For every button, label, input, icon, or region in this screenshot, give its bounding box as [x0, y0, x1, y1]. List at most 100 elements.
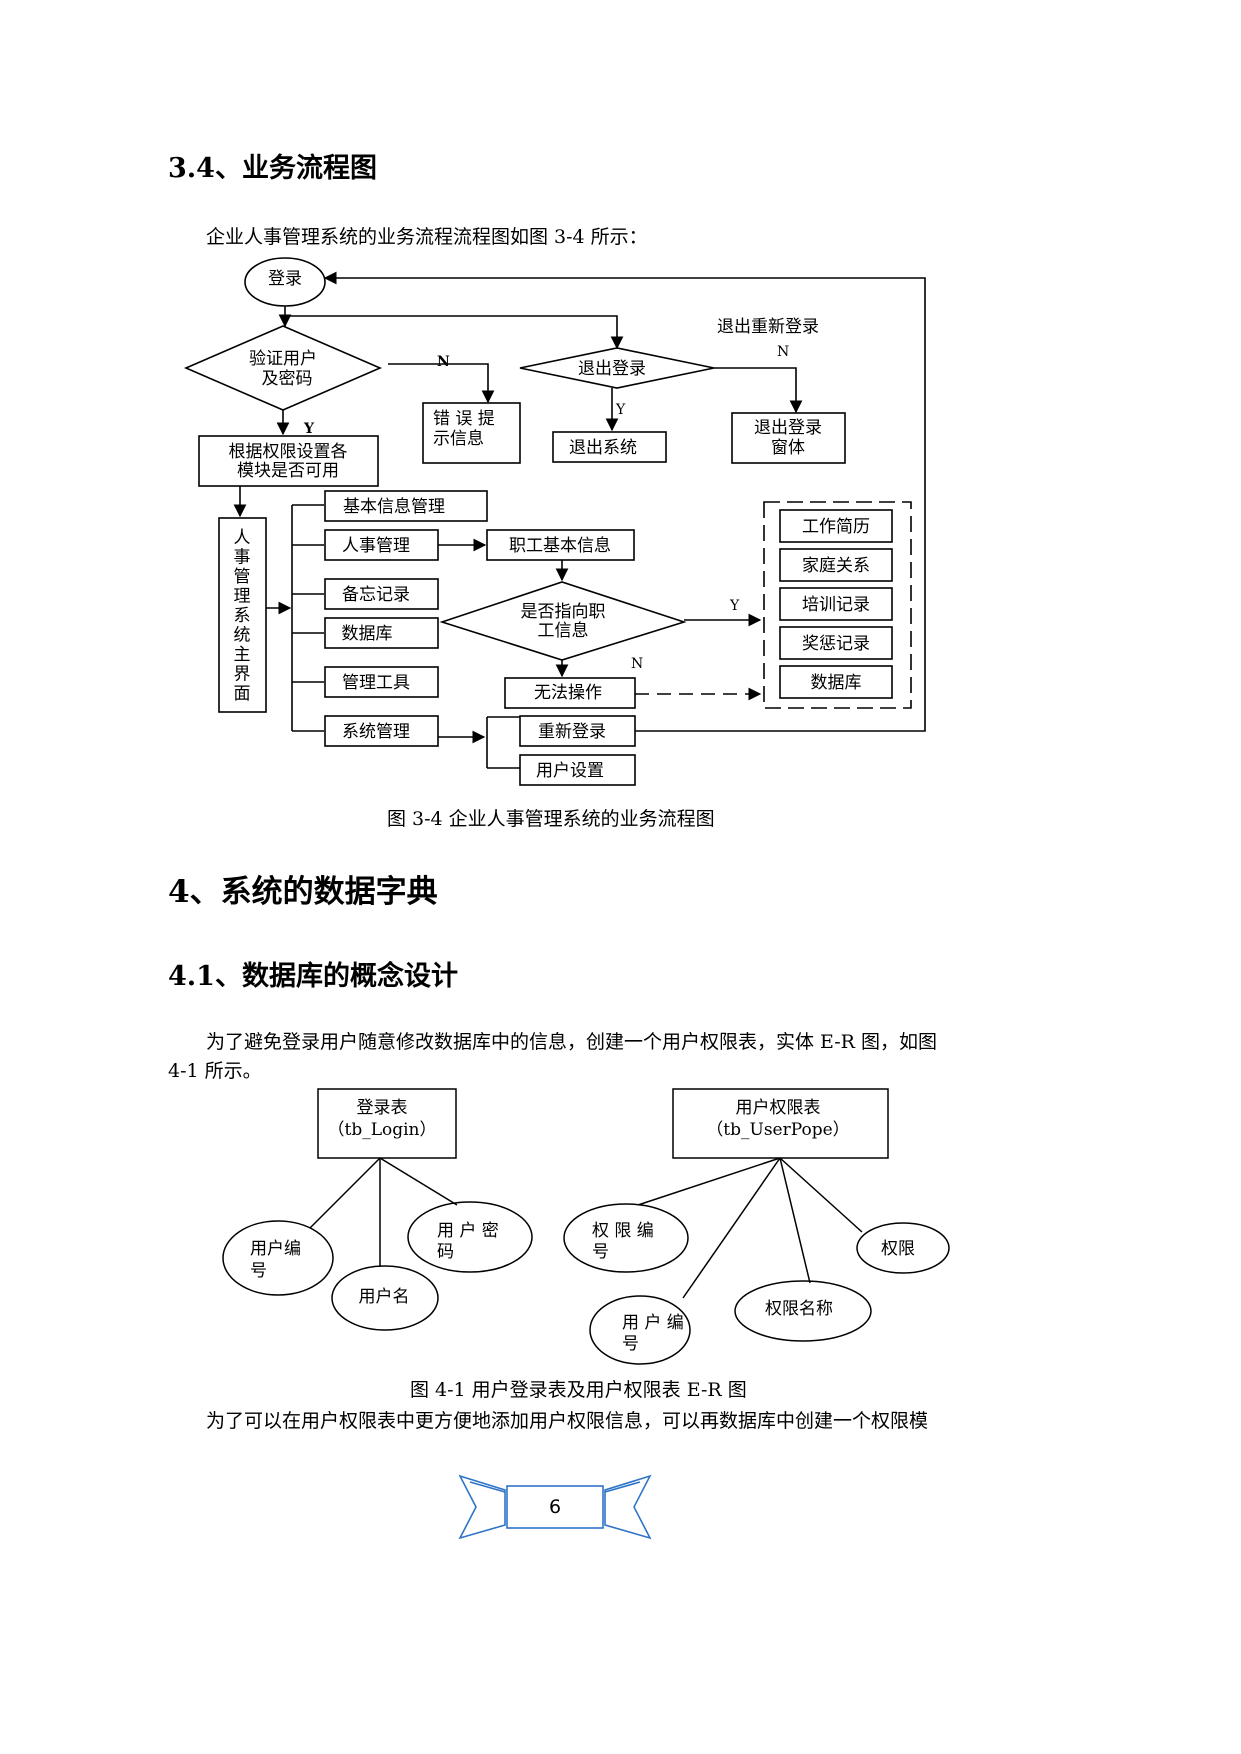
attr-perm-name-label: 权限名称	[765, 1299, 833, 1319]
attr-user-no-2-label-1: 用 户 编	[622, 1313, 684, 1333]
attr-perm-name	[734, 1280, 872, 1342]
perm-table-code: （tb_UserPope）	[706, 1120, 849, 1140]
section-4-1-heading: 4.1、数据库的概念设计	[168, 961, 458, 992]
attr-pwd-label-2: 码	[437, 1242, 454, 1262]
user-settings-box	[519, 754, 636, 786]
logout-window-label-2: 窗体	[771, 438, 805, 458]
attr-perm-no	[563, 1203, 689, 1273]
db-right-box	[779, 665, 893, 699]
main-ui-box	[218, 517, 267, 713]
main-ui-char: 系	[234, 606, 251, 626]
attr-user-no-2	[589, 1295, 691, 1365]
main-ui-char: 理	[234, 587, 251, 607]
family-box	[779, 548, 893, 582]
section-4-1-next-para: 为了可以在用户权限表中更方便地添加用户权限信息，可以再数据库中创建一个权限模	[206, 1410, 929, 1432]
point-to-label-2: 工信息	[538, 621, 589, 641]
attr-user-no-2-label-2: 号	[622, 1334, 639, 1354]
error-box	[422, 402, 521, 464]
memo-box	[324, 578, 439, 610]
perm-table-name: 用户权限表	[736, 1098, 821, 1118]
work-history-box	[779, 509, 893, 543]
logout-window-box	[731, 412, 846, 464]
section-4-1-para-line2: 4-1 所示。	[168, 1060, 262, 1082]
logout-window-label-1: 退出登录	[754, 418, 822, 438]
login-table-name: 登录表	[357, 1098, 408, 1118]
page-ribbon	[458, 1474, 652, 1540]
main-ui-char: 管	[234, 567, 251, 587]
database-label: 数据库	[342, 624, 393, 644]
db-right-label: 数据库	[811, 673, 862, 693]
attr-perm-label: 权限	[881, 1239, 915, 1259]
logout-yes-label: Y	[615, 402, 626, 418]
verify-diamond	[183, 325, 383, 411]
info-group	[763, 501, 912, 709]
verify-no-label: N	[437, 354, 450, 370]
basic-info-box	[324, 490, 488, 522]
error-label-2: 示信息	[433, 429, 484, 449]
relogin-box	[519, 715, 636, 747]
attr-perm-no-label-1: 权 限 编	[592, 1221, 654, 1241]
page-number: 6	[548, 1496, 562, 1518]
reward-box	[779, 626, 893, 660]
main-ui-char: 事	[234, 548, 251, 568]
attr-perm	[856, 1222, 950, 1274]
exit-system-label: 退出系统	[569, 438, 637, 458]
section-4-heading: 4、系统的数据字典	[168, 874, 438, 910]
tools-box	[324, 666, 439, 698]
main-ui-char: 面	[234, 684, 251, 704]
permission-label-1: 根据权限设置各	[229, 442, 348, 462]
attr-perm-no-label-2: 号	[592, 1242, 609, 1262]
section-3-4-heading: 3.4、业务流程图	[168, 153, 377, 184]
logout-no-label: N	[777, 344, 789, 360]
section-4-1-para-line1: 为了避免登录用户随意修改数据库中的信息，创建一个用户权限表，实体 E-R 图，如…	[206, 1031, 938, 1053]
attr-user-no-1-label-2: 号	[250, 1261, 267, 1281]
no-op-label: 无法操作	[534, 683, 602, 703]
figure-3-4-caption: 图 3-4 企业人事管理系统的业务流程图	[387, 808, 715, 830]
hr-mgmt-label: 人事管理	[342, 536, 410, 556]
login-table-entity	[317, 1088, 457, 1159]
relogin-caption: 退出重新登录	[717, 317, 819, 337]
family-label: 家庭关系	[802, 556, 870, 576]
attr-user-name-label: 用户名	[359, 1287, 410, 1307]
page-number-box	[506, 1485, 604, 1529]
memo-label: 备忘记录	[342, 585, 410, 605]
point-to-diamond	[439, 581, 687, 661]
point-to-yes-label: Y	[729, 598, 740, 614]
main-ui-char: 统	[234, 626, 251, 646]
work-history-label: 工作简历	[802, 517, 870, 537]
verify-yes-label: Y	[303, 421, 315, 437]
attr-password	[407, 1201, 533, 1273]
database-box	[324, 617, 439, 649]
staff-info-label: 职工基本信息	[509, 536, 611, 556]
user-settings-label: 用户设置	[536, 761, 604, 781]
logout-label: 退出登录	[578, 359, 646, 379]
attr-user-no-1	[222, 1220, 334, 1296]
reward-label: 奖惩记录	[802, 634, 870, 654]
section-3-4-intro: 企业人事管理系统的业务流程流程图如图 3-4 所示：	[206, 226, 648, 248]
permission-label-2: 模块是否可用	[237, 461, 339, 481]
main-ui-char: 人	[234, 528, 251, 548]
figure-4-1-caption: 图 4-1 用户登录表及用户权限表 E-R 图	[410, 1379, 747, 1401]
staff-info-box	[486, 529, 635, 561]
attr-pwd-label-1: 用 户 密	[437, 1221, 499, 1241]
training-label: 培训记录	[802, 595, 870, 615]
login-table-code: （tb_Login）	[327, 1120, 436, 1140]
point-to-no-label: N	[631, 656, 643, 672]
main-ui-char: 主	[234, 645, 251, 665]
training-box	[779, 587, 893, 621]
point-to-label-1: 是否指向职	[521, 602, 606, 622]
relogin-label: 重新登录	[538, 722, 606, 742]
permission-box	[198, 435, 379, 487]
verify-label-1: 验证用户	[249, 349, 317, 369]
attr-user-name	[331, 1265, 439, 1331]
verify-label-2: 及密码	[262, 369, 313, 389]
sys-mgmt-box	[324, 715, 439, 747]
login-label: 登录	[268, 269, 302, 289]
error-label-1: 错 误 提	[433, 409, 495, 429]
main-ui-char: 界	[234, 665, 251, 685]
no-op-box	[504, 677, 636, 709]
exit-system-box	[552, 431, 667, 463]
attr-user-no-1-label-1: 用户编	[250, 1239, 301, 1259]
